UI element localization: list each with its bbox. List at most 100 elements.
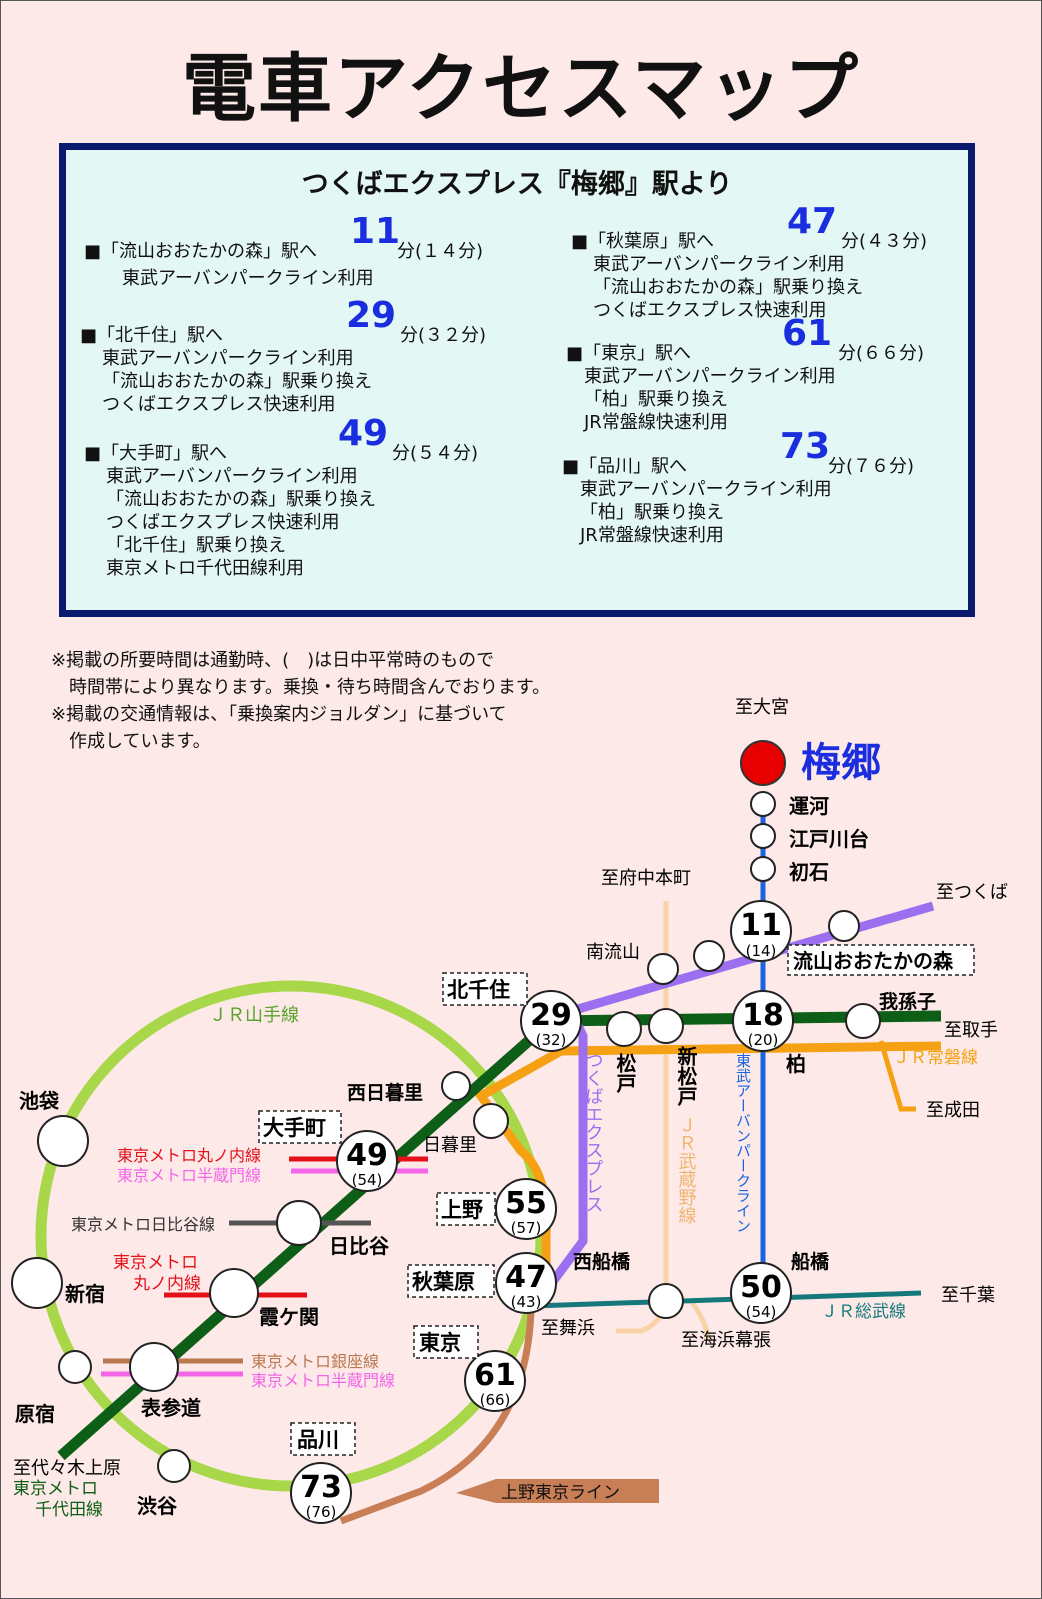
- route-step: 東武アーバンパークライン利用: [584, 366, 836, 387]
- station-label-shinmatsudo: 新松戸: [674, 1045, 698, 1107]
- route-destination: ■「品川」駅へ: [562, 456, 688, 477]
- station-marker-kasumigaseki: [209, 1268, 259, 1318]
- route-step: 東武アーバンパークライン利用: [122, 268, 374, 289]
- route-entry: ■「東京」駅へ 61 分(６６分) 東武アーバンパークライン利用 「柏」駅乗り換…: [566, 316, 924, 434]
- route-step: つくばエクスプレス快速利用: [106, 512, 340, 533]
- station-marker-kashiwanoha: [828, 910, 860, 942]
- to-tsukuba-label: 至つくば: [936, 882, 1008, 903]
- station-marker-harajuku: [58, 1350, 92, 1384]
- station-marker-hatsuishi: [750, 856, 776, 882]
- badge-offpeak: (14): [746, 942, 777, 960]
- joban-line-label: ＪＲ常磐線: [893, 1048, 978, 1068]
- label-box-otemachi: [258, 1110, 342, 1144]
- station-label-minaminagareyama: 南流山: [586, 942, 640, 963]
- route-info-box: つくばエクスプレス『梅郷』駅より ■「流山おおたかの森」駅へ 11 分(１４分)…: [59, 143, 975, 617]
- route-info-subtitle: つくばエクスプレス『梅郷』駅より: [301, 169, 733, 200]
- station-marker-matsudo: [606, 1011, 642, 1047]
- badge-ueno: 55 (57): [495, 1178, 557, 1240]
- sobu-line: [532, 1290, 922, 1309]
- label-box-tokyo: [413, 1325, 479, 1359]
- station-label-matsudo: 松戸: [613, 1053, 637, 1094]
- route-entry: ■「品川」駅へ 73 分(７６分) 東武アーバンパークライン利用 「柏」駅乗り換…: [562, 429, 914, 547]
- route-step: JR常盤線快速利用: [580, 525, 724, 546]
- label-box-ueno: [436, 1192, 496, 1226]
- station-label-shibuya: 渋谷: [137, 1494, 178, 1518]
- hanzomon-label-omotesando: 東京メトロ半蔵門線: [251, 1371, 395, 1390]
- joban-line: [474, 1041, 942, 1291]
- badge-nagareyama: 11 (14): [730, 900, 792, 962]
- route-minutes-suffix: 分(６６分): [838, 343, 925, 364]
- badge-minutes: 73: [300, 1470, 342, 1505]
- to-maihama-label: 至舞浜: [541, 1318, 595, 1339]
- station-label-funabashi: 船橋: [791, 1250, 830, 1273]
- badge-minutes: 29: [530, 998, 572, 1033]
- route-step: 「北千住」駅乗り換え: [106, 535, 286, 556]
- station-label-tokyo: 東京: [419, 1331, 461, 1355]
- sobu-line-label: ＪＲ総武線: [821, 1302, 906, 1322]
- ueno-tokyo-line: [339, 1310, 535, 1525]
- station-marker-shibuya: [157, 1449, 191, 1483]
- station-label-nishifunabashi: 西船橋: [573, 1250, 631, 1273]
- station-marker-nishifunabashi: [648, 1283, 684, 1319]
- station-label-harajuku: 原宿: [15, 1402, 55, 1426]
- route-minutes-suffix: 分(７６分): [828, 456, 915, 477]
- badge-offpeak: (57): [511, 1219, 542, 1237]
- route-step: 東武アーバンパークライン利用: [580, 479, 832, 500]
- station-marker-shinjuku: [11, 1257, 63, 1309]
- tx-line-label: つくばエクスプレス: [583, 1051, 604, 1213]
- badge-offpeak: (20): [748, 1031, 779, 1049]
- station-label-hatsuishi: 初石: [789, 860, 829, 884]
- badge-minutes: 55: [505, 1186, 547, 1221]
- route-step: 「柏」駅乗り換え: [580, 502, 724, 523]
- badge-minutes: 11: [740, 908, 782, 943]
- badge-minutes: 49: [346, 1138, 388, 1173]
- station-label-akihabara: 秋葉原: [412, 1270, 475, 1294]
- badge-minutes: 18: [742, 998, 784, 1033]
- joban-narita-branch: [878, 1040, 916, 1112]
- route-step: 東京メトロ千代田線利用: [106, 558, 304, 579]
- footnote: 時間帯により異なります。乗換・待ち時間含んでおります。: [51, 677, 551, 698]
- route-destination: ■「北千住」駅へ: [80, 325, 224, 346]
- label-box-shinagawa: [290, 1422, 356, 1456]
- badge-otemachi: 49 (54): [336, 1130, 398, 1192]
- badge-tokyo: 61 (66): [464, 1350, 526, 1412]
- station-label-nagareyama-otaka: 流山おおたかの森: [793, 949, 954, 973]
- route-entry: ■「秋葉原」駅へ 47 分(４３分) 東武アーバンパークライン利用 「流山おおた…: [571, 204, 927, 322]
- tx-line: [542, 901, 935, 1294]
- marunouchi-label-otemachi: 東京メトロ丸ノ内線: [117, 1146, 261, 1165]
- station-marker-ikebukuro: [37, 1115, 89, 1167]
- badge-akihabara: 47 (43): [495, 1252, 557, 1314]
- badge-funabashi: 50 (54): [730, 1262, 792, 1324]
- tobu-line-label: 東武アーバンパークライン: [734, 1053, 752, 1233]
- station-marker-omotesando: [129, 1342, 179, 1392]
- route-step: 「流山おおたかの森」駅乗り換え: [106, 489, 376, 510]
- route-step: つくばエクスプレス快速利用: [593, 300, 827, 321]
- to-kaihin-label: 至海浜幕張: [681, 1330, 771, 1351]
- footnote: 作成しています。: [51, 731, 211, 752]
- station-label-nishinippori: 西日暮里: [347, 1082, 423, 1104]
- station-marker-hibiya: [276, 1200, 322, 1246]
- station-label-shinjuku: 新宿: [65, 1282, 105, 1306]
- route-destination: ■「秋葉原」駅へ: [571, 231, 715, 252]
- station-marker-nishinippori: [441, 1071, 471, 1101]
- badge-minutes: 61: [474, 1358, 516, 1393]
- to-omiya-label: 至大宮: [735, 697, 789, 718]
- route-step: 「柏」駅乗り換え: [584, 389, 728, 410]
- station-label-otemachi: 大手町: [263, 1116, 326, 1140]
- home-station-marker: [740, 740, 786, 786]
- station-label-unga: 運河: [789, 794, 829, 818]
- route-step: 東武アーバンパークライン利用: [106, 466, 358, 487]
- route-minutes-suffix: 分(５４分): [392, 443, 479, 464]
- to-toride-label: 至取手: [944, 1020, 998, 1041]
- chiyoda-label-1: 東京メトロ: [13, 1479, 98, 1499]
- station-label-hibiya: 日比谷: [329, 1234, 390, 1258]
- badge-offpeak: (43): [511, 1293, 542, 1311]
- route-destination: ■「東京」駅へ: [566, 343, 692, 364]
- hanzomon-label-otemachi: 東京メトロ半蔵門線: [117, 1166, 261, 1185]
- to-yoyogi-label: 至代々木上原: [13, 1458, 121, 1479]
- label-box-kitasenju: [442, 972, 528, 1006]
- route-minutes-suffix: 分(４３分): [841, 231, 928, 252]
- marunouchi-label-kasumigaseki-2: 丸ノ内線: [133, 1274, 201, 1294]
